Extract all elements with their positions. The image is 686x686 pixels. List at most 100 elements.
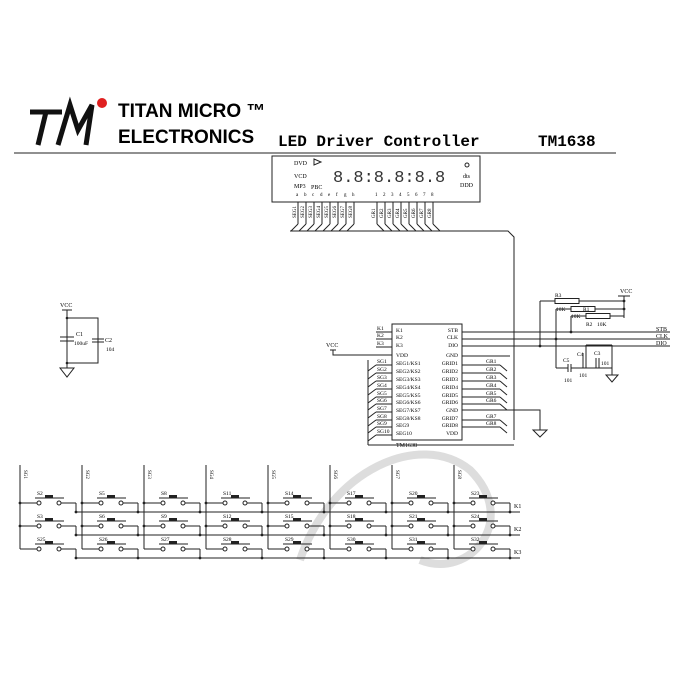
bus-entry xyxy=(499,396,508,404)
grid-pin-label: GR6 xyxy=(412,208,417,218)
switch-label: S20 xyxy=(409,491,418,497)
switch-contact xyxy=(222,500,228,506)
chip-pin-right: GRID1 xyxy=(442,361,458,367)
push-button-icon xyxy=(45,541,53,544)
grid-wire xyxy=(416,223,425,232)
switch-contact xyxy=(98,546,104,552)
chip-pin-right: CLK xyxy=(447,335,458,341)
switch-label: S18 xyxy=(347,514,356,520)
switch-contact xyxy=(242,523,248,529)
grid-pin-label: GR3 xyxy=(388,208,393,218)
chip-pin-right: GND xyxy=(446,353,458,359)
bus-entry xyxy=(499,426,508,434)
net-label: SG4 xyxy=(377,383,387,389)
switch-contact xyxy=(36,523,42,529)
seg-wire xyxy=(306,223,315,232)
switch-contact xyxy=(222,523,228,529)
grid-pin-label: GR8 xyxy=(428,208,433,218)
seg-wire xyxy=(346,223,355,232)
chip-pin-left: VDD xyxy=(396,353,408,359)
switch-contact xyxy=(490,523,496,529)
switch-contact xyxy=(56,546,62,552)
junction-dot xyxy=(260,533,264,537)
switch-contact xyxy=(98,523,104,529)
grid-number: 6 xyxy=(415,193,418,198)
c1-ref: C1 xyxy=(76,332,83,338)
net-label: K1 xyxy=(377,326,384,332)
bus-entry xyxy=(499,403,508,411)
chip-pin-left: SEG3/KS3 xyxy=(396,377,421,383)
signal-label: STB xyxy=(656,327,667,333)
resistor-ref: R2 xyxy=(586,322,593,328)
net-label: GR2 xyxy=(486,367,497,373)
net-label: SG5 xyxy=(377,391,387,397)
resistor-ref: R3 xyxy=(555,293,562,299)
label-ddd: DDD xyxy=(460,183,474,189)
switch-contact xyxy=(160,546,166,552)
junction-dot xyxy=(508,510,512,514)
switch-contact xyxy=(160,500,166,506)
label-vcd: VCD xyxy=(294,174,307,180)
push-button-icon xyxy=(479,518,487,521)
switch-contact xyxy=(284,546,290,552)
push-button-icon xyxy=(45,495,53,498)
chip-pin-left: SEG8/KS8 xyxy=(396,416,421,422)
brand-line2: ELECTRONICS xyxy=(118,127,254,148)
seg-wire xyxy=(330,223,339,232)
ground-icon xyxy=(604,374,620,383)
seg-letter: g xyxy=(344,193,347,198)
bus-entry xyxy=(367,372,377,380)
junction-dot xyxy=(322,556,326,560)
switch-label: S31 xyxy=(409,537,418,543)
grid-wire xyxy=(392,223,401,232)
bus-entry xyxy=(367,364,377,372)
chip-pin-left: SEG1/KS1 xyxy=(396,361,421,367)
cap-value: 101 xyxy=(564,378,573,384)
seg-wire xyxy=(338,223,347,232)
switch-contact xyxy=(408,500,414,506)
chip-pin-right: GRID4 xyxy=(442,385,458,391)
chip-pin-left: K3 xyxy=(396,343,403,349)
brand-line1: TITAN MICRO ™ xyxy=(118,101,265,122)
switch-contact xyxy=(56,500,62,506)
switch-contact xyxy=(366,500,372,506)
switch-contact xyxy=(180,546,186,552)
switch-contact xyxy=(180,523,186,529)
seven-seg-digits: 8.8:8.8:8.8 xyxy=(333,169,445,188)
seg-letter: c xyxy=(312,193,315,198)
grid-wire xyxy=(400,223,409,232)
seg-wire xyxy=(314,223,323,232)
seg-pin-label: SEG8 xyxy=(349,206,354,218)
junction-dot xyxy=(322,533,326,537)
push-button-icon xyxy=(231,495,239,498)
chip-pin-left: SEG9 xyxy=(396,423,409,429)
seg-pin-label: SEG5 xyxy=(325,206,330,218)
grid-pin-label: GR5 xyxy=(404,208,409,218)
bus-entry xyxy=(367,396,377,404)
bus-entry xyxy=(367,380,377,388)
switch-label: S5 xyxy=(99,491,105,497)
push-button-icon xyxy=(107,518,115,521)
push-button-icon xyxy=(479,541,487,544)
chip-pins: K1K1K2K2K3K3VDDSEG1/KS1SG1SEG2/KS2SG2SEG… xyxy=(367,326,670,446)
switch-label: S29 xyxy=(285,537,294,543)
resistor-r3 xyxy=(554,298,580,304)
seg-pin-label: SEG4 xyxy=(317,206,322,218)
label-pbc: PBC xyxy=(311,185,322,191)
net-label: SG9 xyxy=(377,421,387,427)
signal-label: CLK xyxy=(656,334,669,340)
vcc-label: VCC xyxy=(620,289,632,295)
switch-contact xyxy=(284,500,290,506)
c2-value: 104 xyxy=(106,347,115,353)
switch-contact xyxy=(428,523,434,529)
seg-pin-label: SEG6 xyxy=(333,206,338,218)
switch-contact xyxy=(160,523,166,529)
grid-wire xyxy=(376,223,385,232)
push-button-icon xyxy=(107,541,115,544)
grid-wire xyxy=(432,223,441,232)
grid-pin-label: GR2 xyxy=(380,208,385,218)
switch-contact xyxy=(490,500,496,506)
seg-wire xyxy=(322,223,331,232)
switch-contact xyxy=(346,523,352,529)
